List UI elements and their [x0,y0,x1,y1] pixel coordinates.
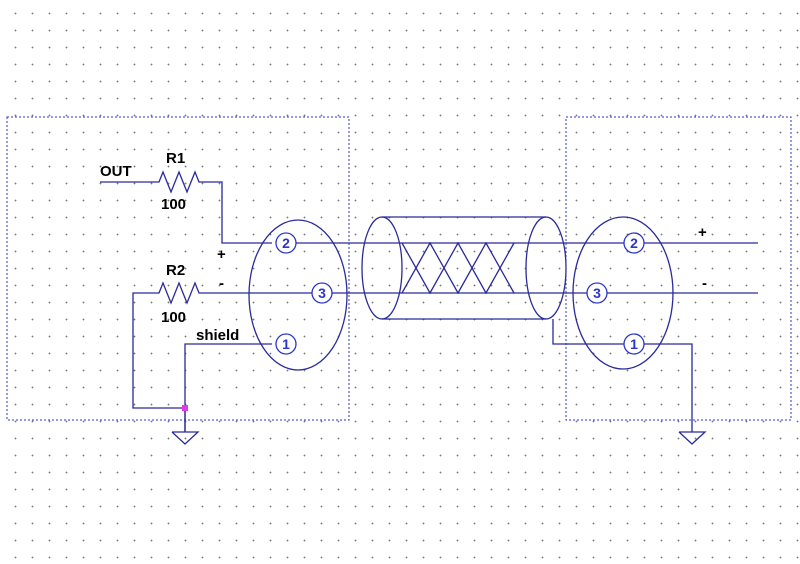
r2-return-wire [132,292,185,409]
r1-resistor[interactable] [153,170,204,194]
right-pin-1[interactable]: 1 [623,333,645,355]
right-pin-2[interactable]: 2 [623,232,645,254]
r1-value-label: 100 [161,196,186,213]
left-pin-2[interactable]: 2 [275,232,297,254]
svg-text:1: 1 [630,336,638,352]
svg-text:2: 2 [630,235,638,251]
twisted-pair-cable[interactable] [361,216,567,320]
svg-text:3: 3 [318,285,326,301]
r1-name-label: R1 [166,150,185,167]
left-pin-1[interactable]: 1 [275,333,297,355]
right-plus-label: + [698,224,707,241]
r2-name-label: R2 [166,262,185,279]
r2-value-label: 100 [161,309,186,326]
twist-strand-a [401,241,515,295]
twist-strand-b [401,241,515,295]
right-minus-label: - [702,275,707,292]
shield-wire [184,343,272,432]
right-shield-wire [552,319,693,432]
svg-text:3: 3 [593,285,601,301]
right-pin-3[interactable]: 3 [586,282,608,304]
right-block-frame [565,116,792,421]
svg-text:2: 2 [282,235,290,251]
left-block-frame [6,116,350,421]
ground-symbol-right [678,431,707,445]
junction-dot [182,405,188,411]
out-net-label: OUT [100,163,132,180]
ground-symbol-left [171,408,200,445]
left-minus-label: - [219,275,224,292]
left-connector-body[interactable] [248,219,348,371]
shield-label: shield [196,327,239,344]
right-connector-body[interactable] [572,216,674,370]
svg-text:1: 1 [282,336,290,352]
r2-resistor[interactable] [153,281,204,305]
r1-to-pin2-wire [204,181,272,244]
left-plus-label: + [217,246,226,263]
left-pin-3[interactable]: 3 [311,282,333,304]
